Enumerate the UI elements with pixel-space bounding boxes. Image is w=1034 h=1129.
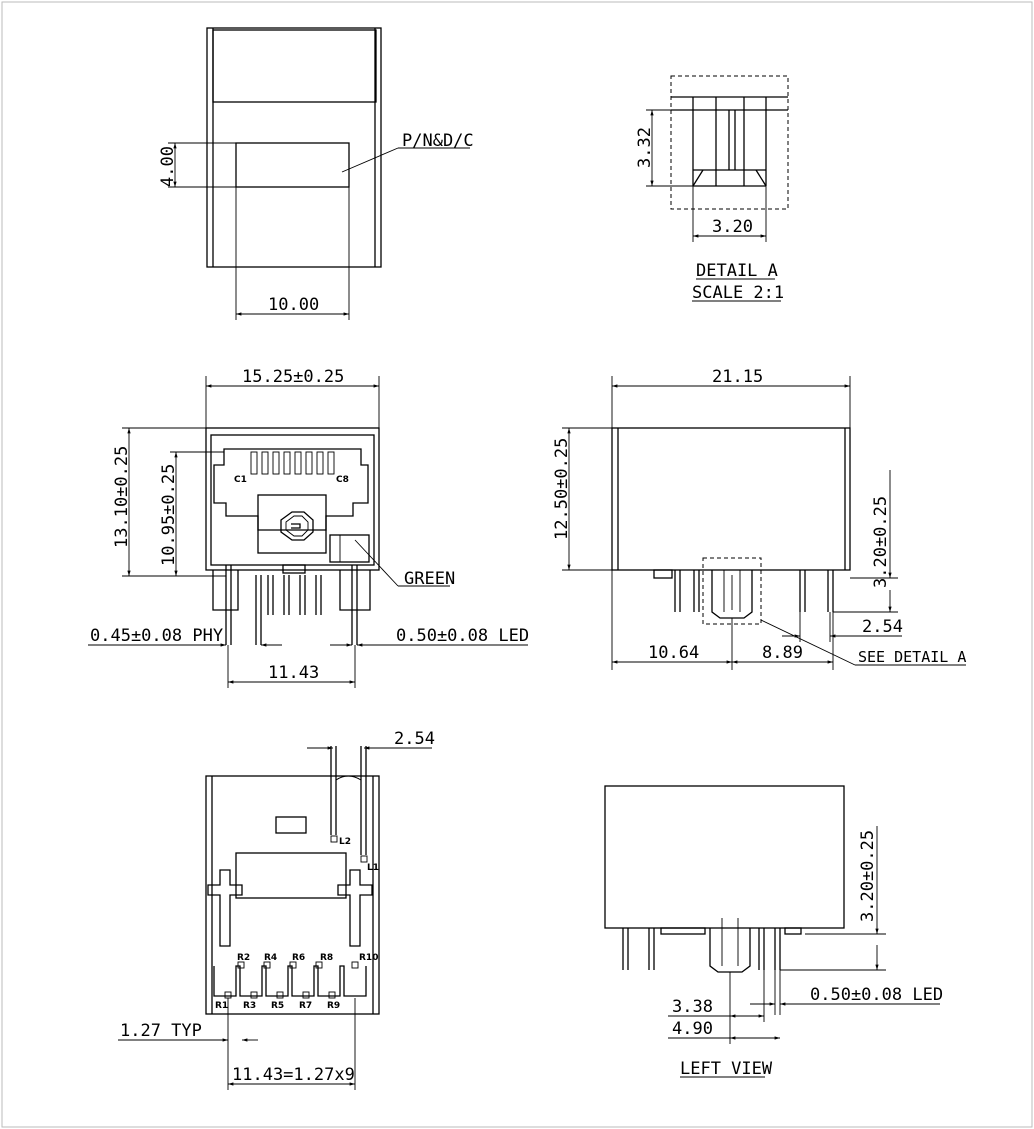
front-pin-span-dim: 11.43 bbox=[268, 663, 319, 683]
front-view: C1 C8 GREEN bbox=[88, 367, 529, 688]
row-label-r6: R6 bbox=[292, 953, 305, 963]
row-label-r2: R2 bbox=[237, 953, 250, 963]
pitch-typ-dim: 1.27 TYP bbox=[120, 1021, 202, 1041]
row-label-r10: R10 bbox=[359, 953, 378, 963]
side-standoff-dim: 3.20±0.25 bbox=[871, 496, 891, 588]
front-port-height-dim: 10.95±0.25 bbox=[159, 464, 179, 566]
side-view: SEE DETAIL A 21.15 12.50±0.25 3.20±0.25 … bbox=[552, 367, 966, 670]
left-view-title: LEFT VIEW bbox=[680, 1059, 773, 1079]
row-label-r3: R3 bbox=[243, 1001, 256, 1011]
side-height-dim: 12.50±0.25 bbox=[552, 438, 572, 540]
side-pitch-dim: 2.54 bbox=[862, 617, 903, 637]
detail-a: 3.32 3.20 DETAIL A SCALE 2:1 bbox=[635, 75, 789, 303]
pin-c8-label: C8 bbox=[336, 475, 349, 485]
led-color-label: GREEN bbox=[404, 569, 455, 589]
led-pitch-dim: 2.54 bbox=[394, 729, 435, 749]
left-led-pin-dim: 0.50±0.08 LED bbox=[810, 985, 943, 1005]
led-l2-label: L2 bbox=[339, 837, 351, 847]
row-label-r4: R4 bbox=[264, 953, 277, 963]
pin-c1-label: C1 bbox=[234, 475, 247, 485]
left-dim-a: 3.38 bbox=[672, 997, 713, 1017]
detail-width-dim: 3.20 bbox=[712, 217, 753, 237]
row-label-r9: R9 bbox=[327, 1001, 340, 1011]
front-width-dim: 15.25±0.25 bbox=[242, 367, 344, 387]
led-l1-label: L1 bbox=[367, 863, 379, 873]
detail-title: DETAIL A bbox=[696, 261, 778, 281]
left-dim-b: 4.90 bbox=[672, 1019, 713, 1039]
row-label-r8: R8 bbox=[320, 953, 333, 963]
row-label-r7: R7 bbox=[299, 1001, 312, 1011]
left-standoff-dim: 3.20±0.25 bbox=[858, 830, 878, 922]
detail-scale: SCALE 2:1 bbox=[692, 283, 784, 303]
bottom-pin-span-dim: 11.43=1.27x9 bbox=[232, 1065, 355, 1085]
side-right-dim: 8.89 bbox=[762, 643, 803, 663]
led-pin-dim: 0.50±0.08 LED bbox=[396, 626, 529, 646]
row-label-r5: R5 bbox=[271, 1001, 284, 1011]
detail-callout: SEE DETAIL A bbox=[858, 648, 966, 666]
phy-pin-dim: 0.45±0.08 PHY bbox=[90, 626, 223, 646]
side-length-dim: 21.15 bbox=[712, 367, 763, 387]
label-area-text: P/N&D/C bbox=[402, 131, 474, 151]
bottom-view: L2 L1 R2 R4 R6 R8 R10 R1 R3 R5 R7 R9 bbox=[118, 729, 435, 1090]
row-label-r1: R1 bbox=[215, 1001, 228, 1011]
top-height-dim: 4.00 bbox=[158, 146, 178, 187]
top-view: P/N&D/C 4.00 10.00 bbox=[158, 27, 474, 320]
side-left-dim: 10.64 bbox=[648, 643, 699, 663]
top-width-dim: 10.00 bbox=[268, 295, 319, 315]
front-total-height-dim: 13.10±0.25 bbox=[112, 446, 132, 548]
detail-height-dim: 3.32 bbox=[635, 127, 655, 168]
left-view: 3.20±0.25 0.50±0.08 LED 3.38 4.90 LEFT V… bbox=[604, 785, 943, 1079]
